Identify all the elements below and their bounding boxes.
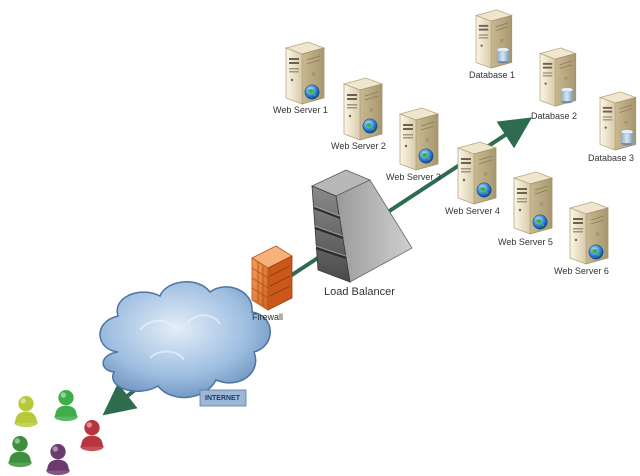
web-server-2 <box>343 77 383 141</box>
globe-icon <box>304 84 320 100</box>
label-web-server-1: Web Server 1 <box>273 105 328 115</box>
label-web-server-5: Web Server 5 <box>498 237 553 247</box>
web-server-4 <box>457 141 497 205</box>
user-icon <box>8 436 32 468</box>
load-balancer-icon <box>311 169 413 283</box>
internet-box <box>199 389 247 407</box>
globe-icon <box>532 214 548 230</box>
label-database-2: Database 2 <box>531 111 578 121</box>
database-3 <box>599 91 637 151</box>
web-server-3 <box>399 107 439 171</box>
user-icon <box>14 396 38 428</box>
database-icon <box>496 47 510 64</box>
server-icon <box>457 141 497 205</box>
globe-icon <box>476 182 492 198</box>
label-internet: INTERNET <box>205 395 240 402</box>
user-icon <box>54 390 78 422</box>
label-web-server-3: Web Server 3 <box>386 172 441 182</box>
label-database-3: Database 3 <box>588 153 635 163</box>
internet-cloud-icon <box>99 281 271 399</box>
firewall-icon <box>251 245 293 311</box>
label-web-server-4: Web Server 4 <box>445 206 500 216</box>
label-web-server-2: Web Server 2 <box>331 141 386 151</box>
label-web-server-6: Web Server 6 <box>554 266 609 276</box>
globe-icon <box>588 244 604 260</box>
globe-icon <box>418 148 434 164</box>
users-group <box>8 390 104 476</box>
web-server-1 <box>285 41 325 105</box>
user-icon <box>80 420 104 452</box>
web-server-6 <box>569 201 609 265</box>
database-icon <box>620 129 634 146</box>
database-2 <box>539 47 577 107</box>
server-icon <box>399 107 439 171</box>
server-icon <box>343 77 383 141</box>
label-database-1: Database 1 <box>469 70 516 80</box>
user-icon <box>46 444 70 476</box>
label-load-balancer: Load Balancer <box>324 286 395 298</box>
database-1 <box>475 9 513 69</box>
database-icon <box>560 87 574 104</box>
web-server-5 <box>513 171 553 235</box>
globe-icon <box>362 118 378 134</box>
label-firewall: Firewall <box>252 312 284 322</box>
